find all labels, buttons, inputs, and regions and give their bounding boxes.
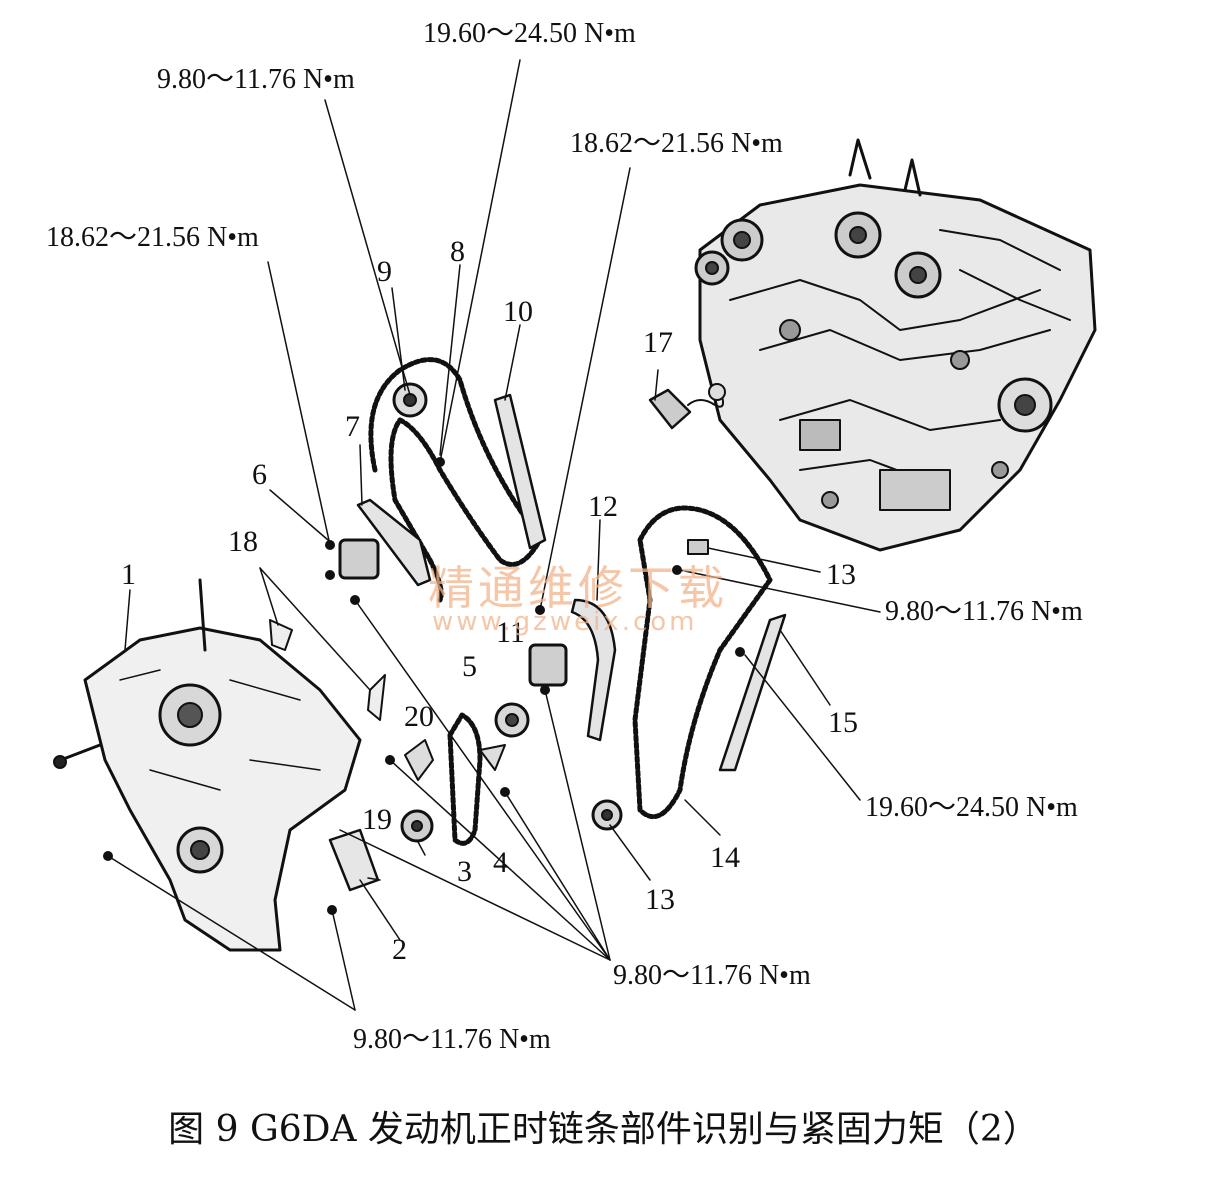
watermark-url: www.gzweix.com (432, 607, 698, 637)
part-number-11: 11 (496, 616, 525, 649)
chain-guides (269, 393, 787, 772)
torque-label-bottom: 9.80～11.76 N•m (353, 1024, 551, 1055)
part-number-2: 2 (392, 933, 407, 966)
engine-block-illustration (694, 138, 1097, 552)
part-number-15: 15 (828, 706, 858, 739)
part-number-4: 4 (493, 846, 508, 879)
part-number-20: 20 (404, 700, 434, 733)
part-number-6: 6 (252, 458, 267, 491)
torque-label-bottom-middle: 9.80～11.76 N•m (613, 960, 811, 991)
part-number-19: 19 (362, 803, 392, 836)
part-number-18: 18 (228, 525, 258, 558)
watermark-text: 精通维修下载 (428, 561, 728, 615)
part-number-13-lower: 13 (645, 883, 675, 916)
figure-caption: 图 9 G6DA 发动机正时链条部件识别与紧固力矩（2） (168, 1109, 1039, 1150)
part-number-7: 7 (345, 410, 360, 443)
torque-label-top: 19.60～24.50 N•m (423, 18, 636, 49)
part-number-10: 10 (503, 295, 533, 328)
torque-label-right-upper: 9.80～11.76 N•m (885, 596, 1083, 627)
torque-label-left: 18.62～21.56 N•m (46, 222, 259, 253)
torque-label-right-lower: 19.60～24.50 N•m (865, 792, 1078, 823)
part-number-9: 9 (377, 255, 392, 288)
sprockets-and-tensioners (328, 382, 709, 892)
part-number-13-upper: 13 (826, 558, 856, 591)
part-number-8: 8 (450, 235, 465, 268)
sensor-17 (648, 383, 726, 430)
part-number-14: 14 (710, 841, 740, 874)
part-number-17: 17 (643, 326, 673, 359)
timing-chains (368, 357, 773, 846)
front-timing-cover-1 (53, 578, 362, 952)
part-number-12: 12 (588, 490, 618, 523)
torque-label-upper-middle: 18.62～21.56 N•m (570, 128, 783, 159)
part-number-3: 3 (457, 855, 472, 888)
part-number-1: 1 (121, 558, 136, 591)
torque-label-upper-left: 9.80～11.76 N•m (157, 64, 355, 95)
leader-lines (107, 59, 881, 1011)
part-number-5: 5 (462, 650, 477, 683)
